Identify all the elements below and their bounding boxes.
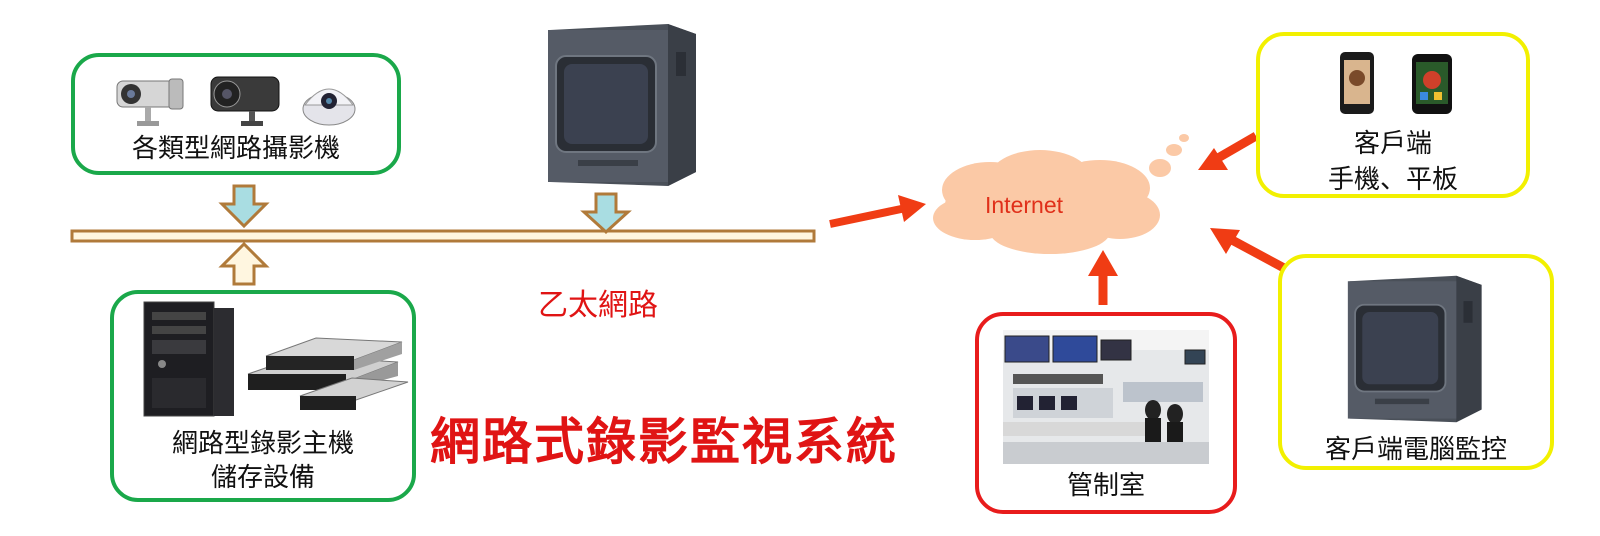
arrow-pc-to-cloud <box>1210 228 1287 272</box>
arrow-bus-to-internet <box>829 195 926 228</box>
tower-pc-icon <box>143 301 234 417</box>
tablet-icon <box>1412 54 1452 114</box>
down-block-arrow-cameras <box>218 184 270 229</box>
cameras-icon <box>116 76 356 126</box>
recorder-label-line1: 網路型錄影主機 <box>171 429 354 459</box>
mobile-devices-icon <box>1340 52 1452 114</box>
ethernet-label: 乙太網路 <box>538 288 658 323</box>
up-block-arrow-recorder <box>218 241 270 286</box>
storage-rack-icon <box>247 337 409 410</box>
monitor-icon <box>548 24 696 186</box>
bubble-medium <box>1166 144 1182 156</box>
pc-client-label: 客戶端電腦監控 <box>1324 435 1507 465</box>
dome-camera-icon <box>302 88 356 126</box>
bubble-small <box>1179 134 1189 142</box>
arrow-mobile-to-cloud <box>1198 132 1259 170</box>
mobile-label-line2: 手機、平板 <box>1327 165 1458 195</box>
internet-label: Internet <box>985 192 1063 218</box>
phone-icon <box>1340 52 1374 114</box>
cameras-label: 各類型網路攝影機 <box>131 134 340 164</box>
control-room-photo <box>1003 330 1209 464</box>
ir-camera-icon <box>210 76 280 126</box>
recorder-label-line2: 儲存設備 <box>210 463 315 493</box>
recorder-box: 網路型錄影主機 儲存設備 <box>110 290 416 502</box>
arrow-control-to-internet <box>1088 250 1118 305</box>
client-monitor-icon <box>1347 275 1482 423</box>
mobile-label-line1: 客戶端 <box>1353 129 1432 159</box>
pc-client-box: 客戶端電腦監控 <box>1278 254 1554 470</box>
ethernet-bus <box>70 229 816 243</box>
control-room-box: 管制室 <box>975 312 1237 514</box>
bullet-camera-icon <box>116 78 184 126</box>
down-block-arrow-monitor <box>580 192 632 235</box>
control-room-label: 管制室 <box>1066 471 1145 501</box>
bubble-large <box>1149 159 1171 177</box>
cameras-box: 各類型網路攝影機 <box>71 53 401 175</box>
system-title: 網路式錄影監視系統 <box>430 412 898 471</box>
mobile-client-box: 客戶端 手機、平板 <box>1256 32 1530 198</box>
internet-cloud <box>933 150 1160 254</box>
server-icon <box>143 301 409 417</box>
